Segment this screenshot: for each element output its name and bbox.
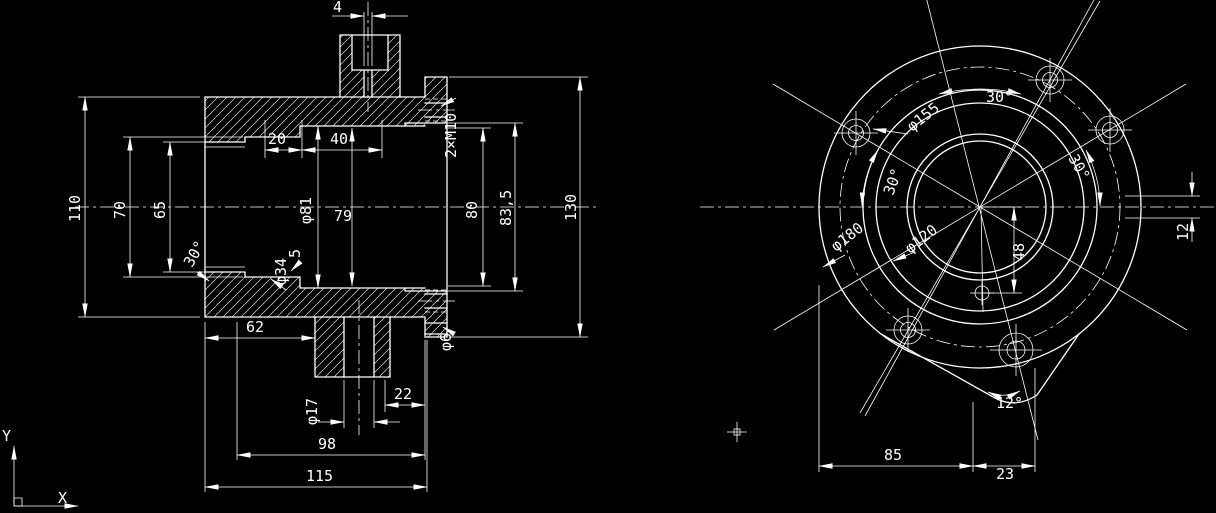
dim-22-label: 22: [394, 385, 412, 403]
flange-hole-centerlines: [418, 109, 455, 302]
point-marker: [727, 422, 747, 442]
dim-dia34-label: φ34: [272, 258, 290, 285]
dim-48-label: 48: [1010, 243, 1028, 261]
lug-bolt-hole: [990, 324, 1042, 376]
outer-circle-d180: [818, 45, 1142, 369]
dim-62-label: 62: [246, 318, 264, 336]
dim-12-label: 12: [1174, 223, 1192, 241]
extension-lines-right: [818, 195, 1200, 472]
part-outline: [204, 76, 448, 338]
bore-steps: [204, 122, 448, 292]
dim-23-label: 23: [996, 465, 1014, 483]
dim-dia17-label: φ17: [303, 398, 321, 425]
dim-65-label: 65: [151, 201, 169, 219]
bore-circle-inner: [913, 140, 1047, 274]
dim-80-label: 80: [463, 201, 481, 219]
bottom-boss-outline: [314, 316, 391, 378]
bolt-hole: [1028, 58, 1072, 102]
dim-130-label: 130: [562, 194, 580, 221]
dim-12deg-label: 12°: [996, 394, 1023, 412]
dim-70-label: 70: [111, 201, 129, 219]
dim-115-label: 115: [306, 467, 333, 485]
ucs-origin-box: [13, 497, 23, 507]
dimension-texts: 4 110 70 65 20 40 φ81 79 2×M10 80 83,5 1…: [66, 0, 580, 485]
ucs-icon: Y X: [2, 427, 79, 509]
dimension-lines-right: [818, 88, 1195, 469]
dim-5-label: 5: [286, 249, 304, 258]
bolt-hole: [834, 111, 878, 155]
dim-dia81-label: φ81: [297, 197, 315, 224]
flange-hole-lines: [424, 102, 448, 335]
dim-98-label: 98: [318, 435, 336, 453]
bolt-circle-d155: [839, 66, 1121, 348]
dim-83-5-label: 83,5: [497, 190, 515, 226]
dim-110-label: 110: [66, 195, 84, 222]
dim-dia6-label: φ6: [437, 333, 455, 351]
ucs-y-label: Y: [2, 427, 11, 445]
section-hatching: [205, 35, 447, 377]
dim-40-label: 40: [330, 130, 348, 148]
dim-79-label: 79: [334, 207, 352, 225]
bolt-hole: [886, 308, 930, 352]
circle-d120: [875, 102, 1085, 312]
dim-4-label: 4: [333, 0, 342, 16]
dimension-lines: [82, 13, 583, 490]
left-view-section: 4 110 70 65 20 40 φ81 79 2×M10 80 83,5 1…: [66, 0, 600, 492]
ucs-x-label: X: [58, 489, 67, 507]
dim-20-label: 20: [268, 130, 286, 148]
thread-lines: [205, 146, 245, 268]
dim-2xM10-label: 2×M10: [442, 113, 460, 158]
top-boss-outline: [339, 34, 401, 98]
dim-30deg-top-label: 30°: [986, 88, 1013, 106]
bolt-hole: [1088, 108, 1132, 152]
bore-circle-outer: [906, 133, 1054, 281]
extension-lines: [78, 12, 588, 492]
flange-hole-thread-lines: [425, 98, 447, 313]
dim-85-label: 85: [884, 446, 902, 464]
